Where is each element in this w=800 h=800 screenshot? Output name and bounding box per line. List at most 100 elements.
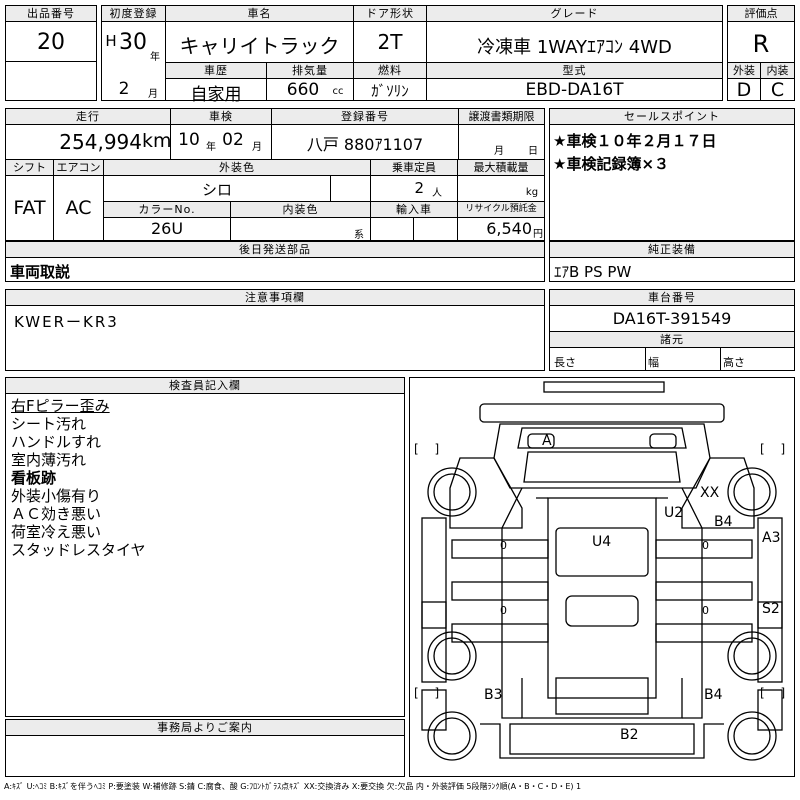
- legend-text: A:ｷｽﾞ U:ﾍｺﾐ B:ｷｽﾞを伴うﾍｺﾐ P:要塗装 W:補修跡 S:錆 …: [4, 782, 582, 791]
- notes-label: 注意事項欄: [6, 290, 544, 305]
- chassis-label: 車台番号: [550, 290, 794, 305]
- lot-number: 20: [37, 30, 65, 55]
- bracket-mark: [ ]: [414, 686, 446, 700]
- door-type: 2T: [377, 30, 403, 54]
- score-box: 評価点 R 外装 内装 D C: [727, 5, 795, 101]
- grade: 冷凍車 1WAYｴｱｺﾝ 4WD: [477, 37, 672, 58]
- color-no-label: カラーNo.: [104, 202, 230, 217]
- int-color-unit: 系: [354, 230, 364, 241]
- car-name: キャリイトラック: [179, 34, 340, 58]
- sales-line-2: ★車検記録簿×３: [553, 155, 670, 173]
- door-label: ドア形状: [354, 6, 426, 21]
- first-reg-month: 2: [118, 79, 130, 99]
- damage-diagram-box: [ ] [ ] [ ] [ ] 0 0 0 0 A XX U2 B4 A3 U4…: [409, 377, 795, 777]
- zero-mark: 0: [500, 539, 507, 552]
- displacement-unit: cc: [332, 86, 344, 97]
- score-label: 評価点: [728, 6, 794, 21]
- notes-box: 注意事項欄 KWERーKR3: [5, 289, 545, 371]
- inspector-label: 検査員記入欄: [6, 378, 404, 393]
- ac-label: エアコン: [54, 160, 103, 175]
- recycle-unit: 円: [533, 229, 543, 240]
- first-reg-label: 初度登録: [102, 6, 165, 21]
- remark-line: ハンドルすれ: [11, 433, 102, 451]
- truck-diagram: [421, 381, 783, 761]
- office-box: 事務局よりご案内: [5, 719, 405, 777]
- height-label: 高さ: [723, 356, 745, 369]
- lot-number-box: 出品番号 20: [5, 5, 97, 101]
- sales-line-1: ★車検１０年２月１７日: [553, 132, 717, 150]
- int-color-label: 内装色: [231, 202, 370, 217]
- damage-mark-u4: U4: [592, 534, 612, 550]
- details-box: 走行 車検 登録番号 譲渡書類期限 254,994 km 10 年 02 月 八…: [5, 108, 545, 241]
- later-parts-label: 後日発送部品: [6, 242, 544, 257]
- model: EBD-DA16T: [525, 80, 624, 100]
- bracket-mark: [ ]: [414, 442, 446, 456]
- zero-mark: 0: [702, 539, 709, 552]
- color-number: 26U: [150, 219, 184, 238]
- later-parts-value: 車両取説: [10, 263, 71, 281]
- inspector-box: 検査員記入欄 右Fピラー歪み シート汚れ ハンドルすれ 室内薄汚れ 看板跡 外装…: [5, 377, 405, 717]
- load-label: 最大積載量: [458, 160, 544, 175]
- remark-line: 室内薄汚れ: [11, 451, 87, 469]
- mileage: 254,994: [59, 130, 142, 154]
- first-reg-year-unit: 年: [150, 52, 160, 63]
- color-label: 外装色: [104, 160, 370, 175]
- damage-mark-s2: S2: [762, 601, 780, 617]
- damage-mark-u2: U2: [664, 505, 684, 521]
- remark-line: 荷室冷え悪い: [11, 523, 102, 541]
- car-name-label: 車名: [166, 6, 353, 21]
- first-reg-year: 30: [119, 30, 147, 55]
- transfer-month-unit: 月: [494, 146, 504, 157]
- bracket-mark: [ ]: [760, 442, 792, 456]
- interior-label: 内装: [761, 63, 794, 78]
- shift-label: シフト: [6, 160, 53, 175]
- zero-mark: 0: [500, 604, 507, 617]
- equipment-box: 純正装備 ｴｱB PS PW: [549, 241, 795, 282]
- equipment-value: ｴｱB PS PW: [554, 263, 632, 281]
- bracket-mark: [ ]: [760, 686, 792, 700]
- transfer-label: 譲渡書類期限: [459, 109, 544, 124]
- plate-label: 登録番号: [272, 109, 458, 124]
- remark-line: シート汚れ: [11, 415, 87, 433]
- equipment-label: 純正装備: [550, 242, 794, 257]
- remark-line: ＡＣ効き悪い: [11, 505, 102, 523]
- fuel: ｶﾞｿﾘﾝ: [371, 82, 409, 100]
- damage-mark-a3: A3: [762, 530, 781, 546]
- remark-line: 看板跡: [11, 469, 57, 487]
- inspection-month-unit: 月: [252, 142, 262, 153]
- remark-line: 右Fピラー歪み: [11, 397, 110, 415]
- damage-mark-b4-bottom: B4: [704, 687, 723, 703]
- sales-point-label: セールスポイント: [550, 109, 794, 124]
- recycle-label: リサイクル預託金: [458, 202, 544, 217]
- spec-label: 諸元: [550, 332, 794, 347]
- inspection-year-unit: 年: [206, 142, 216, 153]
- capacity-unit: 人: [432, 188, 442, 199]
- displacement: 660: [286, 80, 320, 100]
- score-value: R: [752, 30, 770, 58]
- load-unit: kg: [525, 187, 539, 198]
- recycle-fee: 6,540: [486, 219, 532, 238]
- shift-value: FAT: [13, 197, 46, 219]
- width-label: 幅: [648, 356, 659, 369]
- inspection-year: 10: [178, 130, 200, 150]
- damage-mark-b2: B2: [620, 727, 639, 743]
- import-label: 輸入車: [371, 202, 457, 217]
- interior-score: C: [770, 79, 785, 101]
- capacity-label: 乗車定員: [371, 160, 457, 175]
- zero-mark: 0: [702, 604, 709, 617]
- transfer-day-unit: 日: [528, 146, 538, 157]
- capacity-value: 2: [414, 179, 424, 197]
- history-label: 車歴: [166, 63, 266, 78]
- ac-value: AC: [65, 197, 92, 219]
- exterior-color: シロ: [201, 181, 232, 199]
- sales-point-box: セールスポイント ★車検１０年２月１７日 ★車検記録簿×３: [549, 108, 795, 241]
- first-reg-month-unit: 月: [148, 89, 158, 100]
- lot-number-label: 出品番号: [6, 6, 96, 21]
- fuel-label: 燃料: [354, 63, 426, 78]
- inspection-label: 車検: [171, 109, 271, 124]
- remark-line: スタッドレスタイヤ: [11, 541, 146, 559]
- exterior-label: 外装: [728, 63, 760, 78]
- mileage-unit: km: [142, 130, 172, 152]
- remark-line: 外装小傷有り: [11, 487, 102, 505]
- plate-number: 八戸 880ｱ1107: [306, 135, 424, 154]
